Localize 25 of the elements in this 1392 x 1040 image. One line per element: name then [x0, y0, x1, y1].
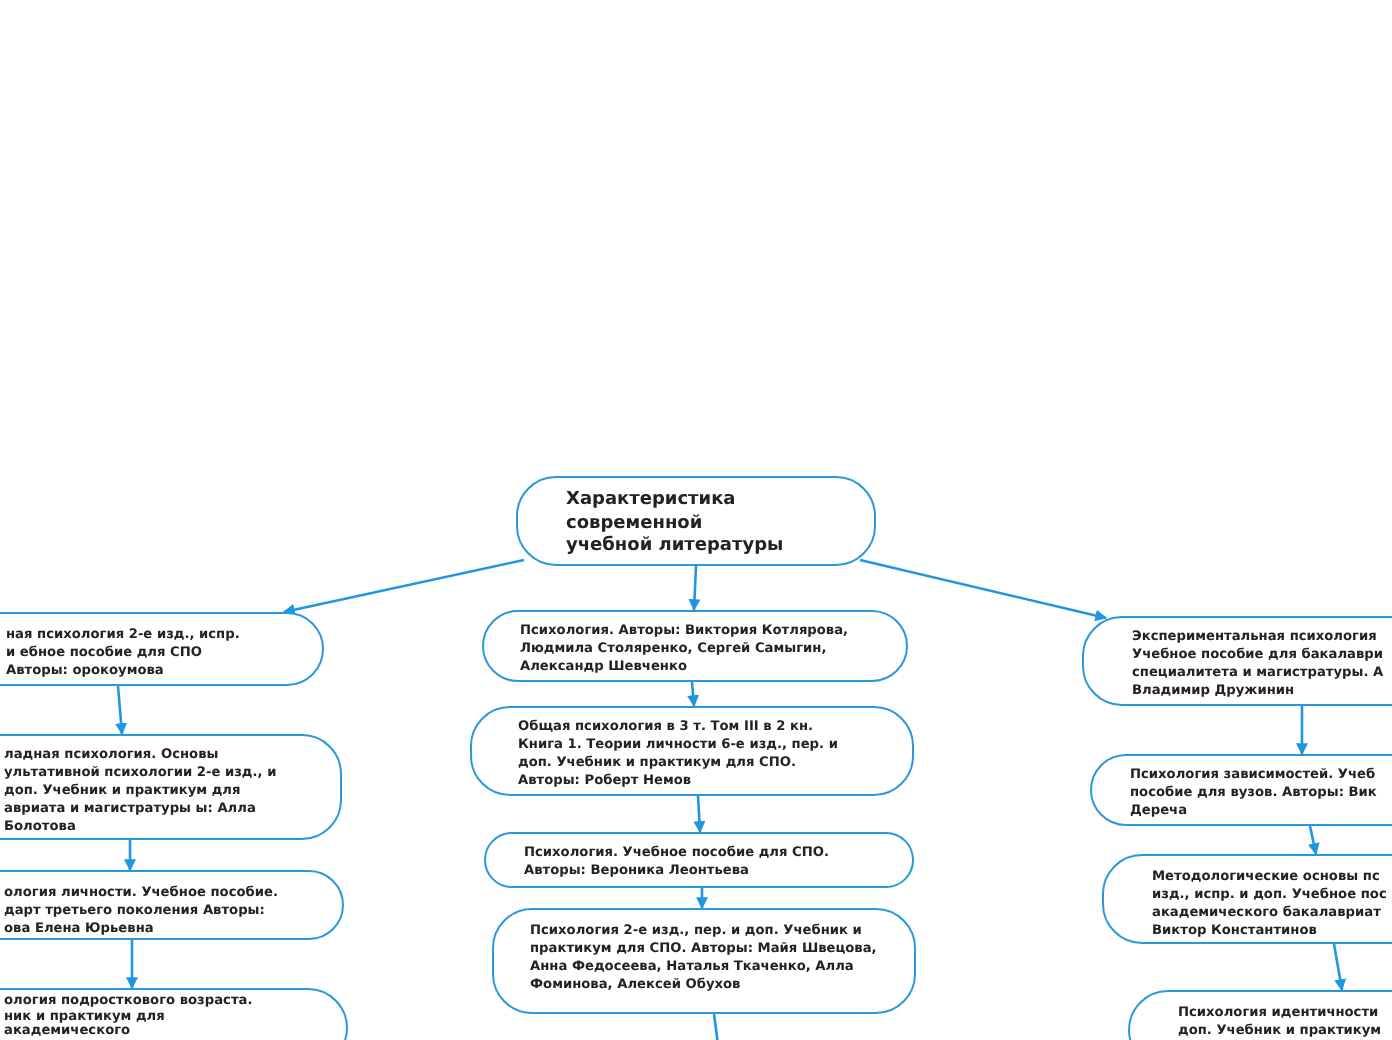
arrow: [1296, 706, 1308, 756]
book-node: [1090, 754, 1392, 826]
arrow: [693, 795, 706, 834]
arrow: [282, 558, 525, 616]
arrow: [1332, 943, 1347, 992]
topic-node: [516, 476, 876, 566]
arrow: [124, 840, 136, 872]
arrow: [687, 681, 700, 708]
topic-title: Характеристика современной учебной литературы: [566, 490, 786, 559]
arrow: [688, 565, 701, 612]
arrow: [115, 685, 128, 736]
book-node: [484, 832, 914, 888]
book-node: [0, 870, 344, 940]
book-node: [482, 610, 908, 682]
connector-line: [712, 1013, 722, 1040]
arrow: [859, 558, 1108, 622]
book-node: [0, 734, 342, 840]
arrow: [1307, 825, 1320, 856]
book-node: [492, 908, 916, 1014]
arrow: [696, 888, 708, 910]
book-node: [470, 706, 914, 796]
book-node: [1082, 616, 1392, 706]
book-node: [1102, 854, 1392, 944]
book-node: [0, 612, 324, 686]
arrow: [126, 940, 138, 990]
